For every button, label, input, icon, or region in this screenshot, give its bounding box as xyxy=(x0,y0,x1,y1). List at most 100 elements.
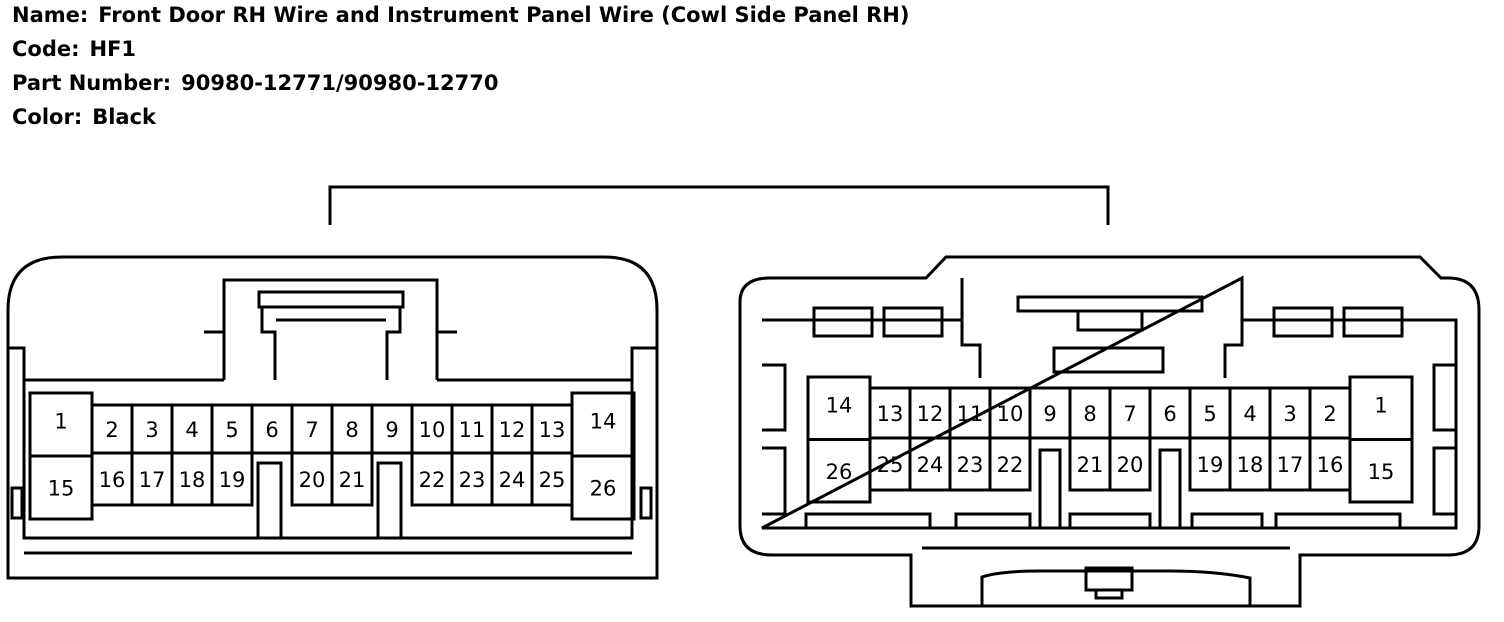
pin-number: 20 xyxy=(299,468,326,492)
pin-number: 26 xyxy=(826,460,853,484)
name-line: Name: Front Door RH Wire and Instrument P… xyxy=(12,0,909,34)
left-key-slot-a xyxy=(256,461,283,538)
pin-number: 1 xyxy=(1374,393,1387,417)
pin-cell xyxy=(1348,438,1414,504)
right-side-slot-right-bottom xyxy=(1432,446,1456,516)
left-inner-panel xyxy=(22,380,634,540)
right-housing xyxy=(738,255,1481,608)
right-latch-walls xyxy=(960,320,1244,378)
right-bottom-recess xyxy=(980,569,1252,606)
pin-cell xyxy=(988,436,1032,492)
right-key-slot-a xyxy=(1038,448,1062,528)
pin-number: 11 xyxy=(957,402,984,426)
pin-number: 6 xyxy=(1163,402,1176,426)
pin-number: 7 xyxy=(305,418,318,442)
right-top-slot-3 xyxy=(1272,306,1334,338)
part-number-line: Part Number: 90980-12771/90980-12770 xyxy=(12,68,909,102)
right-top-slot-1 xyxy=(812,306,874,338)
pin-number: 19 xyxy=(219,468,246,492)
pin-number: 22 xyxy=(997,453,1024,477)
pin-number: 22 xyxy=(419,468,446,492)
connector-info-header: Name: Front Door RH Wire and Instrument P… xyxy=(12,0,909,136)
pin-cell xyxy=(330,451,374,507)
pin-number: 20 xyxy=(1117,453,1144,477)
right-key-slot-b xyxy=(1158,448,1182,528)
pin-number: 8 xyxy=(345,418,358,442)
pin-number: 2 xyxy=(1323,402,1336,426)
pin-number: 9 xyxy=(1043,402,1056,426)
color-line: Color: Black xyxy=(12,102,909,136)
right-top-slot-2 xyxy=(882,306,944,338)
right-pin-cells xyxy=(806,375,1414,504)
left-latch-channel xyxy=(260,308,402,380)
pin-number: 10 xyxy=(419,418,446,442)
right-latch-block xyxy=(1052,346,1165,374)
color-value: Black xyxy=(92,105,157,129)
pin-number: 4 xyxy=(185,418,198,442)
right-connector-outline xyxy=(738,255,1481,608)
left-latch-inner xyxy=(257,290,405,309)
pin-number: 18 xyxy=(179,468,206,492)
right-bottom-latch xyxy=(1084,566,1134,592)
pin-number: 15 xyxy=(1368,460,1395,484)
pin-number: 16 xyxy=(99,468,126,492)
pin-number: 4 xyxy=(1243,402,1256,426)
pin-number: 23 xyxy=(459,468,486,492)
color-label: Color: xyxy=(12,105,83,129)
left-pin-cells xyxy=(28,391,636,521)
left-latch-block xyxy=(222,278,439,380)
pin-number: 10 xyxy=(997,402,1024,426)
code-value: HF1 xyxy=(89,37,137,61)
pin-number: 17 xyxy=(139,468,166,492)
part-number-value: 90980-12771/90980-12770 xyxy=(181,71,499,95)
pin-number: 21 xyxy=(1077,453,1104,477)
pin-number: 3 xyxy=(145,418,158,442)
pairing-bracket xyxy=(328,185,1110,225)
pin-number: 14 xyxy=(826,393,853,417)
right-top-slot-4 xyxy=(1342,306,1404,338)
name-value: Front Door RH Wire and Instrument Panel … xyxy=(98,3,910,27)
code-line: Code: HF1 xyxy=(12,34,909,68)
right-latch-bar xyxy=(1016,295,1204,313)
pin-number: 12 xyxy=(499,418,526,442)
left-housing xyxy=(6,255,659,580)
pin-number: 6 xyxy=(265,418,278,442)
pin-number: 5 xyxy=(225,418,238,442)
pin-number: 25 xyxy=(877,453,904,477)
left-side-clip-left xyxy=(10,486,24,520)
left-connector-outline xyxy=(6,255,659,580)
pin-number: 21 xyxy=(339,468,366,492)
left-inner-ledge xyxy=(8,346,657,382)
pin-number: 24 xyxy=(917,453,944,477)
pin-cell xyxy=(210,451,254,507)
pin-number: 18 xyxy=(1237,453,1264,477)
left-side-clip-right xyxy=(639,486,653,520)
right-side-slot-left-top xyxy=(762,363,787,432)
pin-number: 23 xyxy=(957,453,984,477)
right-side-slot-left-bottom xyxy=(762,446,787,516)
pin-number: 8 xyxy=(1083,402,1096,426)
code-label: Code: xyxy=(12,37,80,61)
name-label: Name: xyxy=(12,3,89,27)
pin-number: 1 xyxy=(54,410,67,434)
pin-number: 17 xyxy=(1277,453,1304,477)
left-key-slot-b xyxy=(376,461,403,538)
right-side-slot-right-top xyxy=(1432,363,1456,432)
right-bottom-tabs xyxy=(804,512,1402,528)
part-number-label: Part Number: xyxy=(12,71,172,95)
pin-number: 2 xyxy=(105,418,118,442)
pin-number: 14 xyxy=(590,410,617,434)
pin-cell xyxy=(1108,436,1152,492)
pin-number: 13 xyxy=(539,418,566,442)
pin-number: 12 xyxy=(917,402,944,426)
pin-number: 24 xyxy=(499,468,526,492)
pin-number: 7 xyxy=(1123,402,1136,426)
pin-number: 16 xyxy=(1317,453,1344,477)
pin-number: 5 xyxy=(1203,402,1216,426)
pin-number: 15 xyxy=(48,477,75,501)
pin-number: 25 xyxy=(539,468,566,492)
right-bottom-latch-tab xyxy=(1094,590,1124,600)
